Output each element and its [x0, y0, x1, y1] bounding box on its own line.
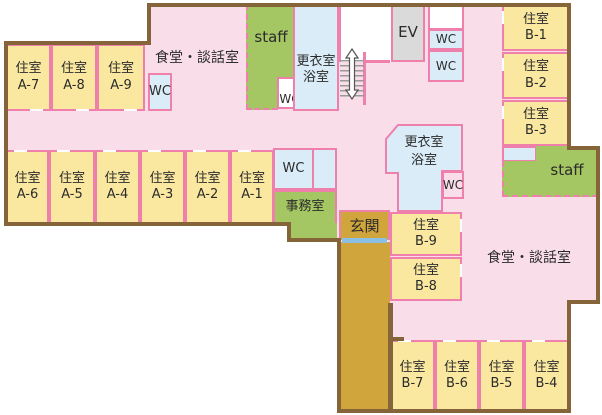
wc-a-wing-top: WC — [148, 73, 172, 111]
wc-hall-left: WC — [273, 148, 314, 190]
dining-lounge-label-a: 食堂・談話室 — [155, 50, 239, 66]
room-type-label: 住室 — [60, 61, 87, 77]
room-b-7: 住室 B-7 — [390, 340, 435, 412]
porch-wall — [388, 303, 393, 413]
room-number: B-2 — [525, 75, 547, 91]
wc-hall-right — [312, 148, 337, 190]
room-type-label: 住室 — [238, 170, 265, 186]
room-a-7: 住室 A-7 — [6, 44, 51, 111]
room-b-6: 住室 B-6 — [435, 340, 479, 412]
staff-room-top: staff — [246, 4, 294, 78]
porch-wall-stub — [391, 337, 404, 341]
room-number: B-3 — [525, 123, 547, 138]
room-type-label: 住室 — [443, 359, 470, 375]
room-type-label: 住室 — [412, 262, 439, 278]
room-number: B-5 — [490, 376, 513, 391]
staff-label: staff — [254, 28, 288, 46]
elevator-label: EV — [398, 23, 418, 42]
room-type-label: 住室 — [522, 59, 549, 75]
bath-label: 浴室 — [302, 70, 329, 86]
room-type-label: 住室 — [58, 170, 85, 186]
room-number: A-2 — [196, 187, 219, 202]
wc-top-1: WC — [428, 29, 464, 50]
changing-room-label: 更衣室 — [296, 54, 336, 69]
staff-room-right: staff — [536, 146, 598, 197]
staff-right-closet — [502, 146, 537, 162]
room-number: B-6 — [446, 376, 468, 391]
room-b-9: 住室 B-9 — [390, 212, 462, 256]
room-number: A-9 — [110, 77, 132, 93]
room-b-4: 住室 B-4 — [524, 340, 569, 412]
room-type-label: 住室 — [522, 106, 549, 122]
changing-bath-room-top: 更衣室 浴室 — [293, 4, 339, 111]
wc-label: WC — [435, 32, 457, 46]
room-number: B-4 — [535, 376, 558, 391]
wc-label: WC — [282, 160, 305, 176]
wc-label: WC — [442, 177, 464, 192]
room-a-2: 住室 A-2 — [185, 150, 230, 224]
room-number: A-8 — [63, 77, 85, 93]
room-b-8: 住室 B-8 — [390, 257, 462, 301]
entrance-door-strip — [342, 238, 387, 243]
room-number: A-4 — [106, 187, 129, 202]
entrance-hall — [339, 242, 390, 412]
room-type-label: 住室 — [104, 170, 131, 186]
room-number: B-9 — [415, 234, 437, 249]
room-type-label: 住室 — [194, 170, 221, 186]
dining-lounge-label-b: 食堂・談話室 — [487, 250, 571, 266]
room-type-label: 住室 — [399, 359, 426, 375]
room-a-9: 住室 A-9 — [97, 44, 145, 111]
wc-top-2: WC — [428, 50, 464, 82]
room-type-label: 住室 — [149, 170, 176, 186]
entrance-label: 玄関 — [349, 216, 380, 235]
staff-room-top-extension — [246, 76, 278, 110]
wc-label: WC — [435, 58, 457, 73]
room-a-8: 住室 A-8 — [51, 44, 97, 111]
office-room: 事務室 — [273, 190, 337, 225]
room-number: B-1 — [525, 28, 547, 43]
entrance-room: 玄関 — [339, 210, 390, 240]
room-type-label: 住室 — [15, 61, 42, 77]
staircase — [340, 48, 364, 100]
room-type-label: 住室 — [412, 217, 439, 233]
room-type-label: 住室 — [522, 11, 549, 27]
room-number: A-3 — [151, 187, 174, 202]
room-a-4: 住室 A-4 — [95, 150, 140, 224]
room-b-1: 住室 B-1 — [502, 5, 570, 51]
room-b-2: 住室 B-2 — [502, 52, 570, 99]
room-type-label: 住室 — [107, 61, 134, 77]
room-number: A-6 — [16, 187, 39, 202]
bath-label: 浴室 — [410, 153, 437, 168]
wc-label: WC — [149, 83, 171, 99]
room-type-label: 住室 — [488, 359, 515, 375]
staff-label: staff — [550, 161, 584, 180]
room-a-1: 住室 A-1 — [230, 150, 274, 224]
room-b-5: 住室 B-5 — [479, 340, 524, 412]
room-number: B-8 — [415, 279, 437, 294]
room-number: A-1 — [241, 187, 263, 202]
room-a-6: 住室 A-6 — [6, 150, 49, 224]
staff-room-right-extension — [502, 161, 538, 197]
room-a-5: 住室 A-5 — [49, 150, 95, 224]
wc-center: WC — [442, 171, 464, 199]
stair-arrow-icon — [345, 48, 359, 100]
elevator: EV — [391, 5, 425, 62]
room-number: A-5 — [61, 187, 83, 202]
room-number: A-7 — [17, 77, 40, 93]
utility-room-top — [428, 5, 464, 30]
office-label: 事務室 — [285, 199, 325, 215]
changing-room-label: 更衣室 — [404, 135, 444, 150]
room-a-3: 住室 A-3 — [140, 150, 185, 224]
room-number: B-7 — [401, 376, 424, 391]
room-b-3: 住室 B-3 — [502, 100, 570, 146]
room-type-label: 住室 — [533, 359, 560, 375]
room-type-label: 住室 — [14, 170, 41, 186]
stair-wall-stub — [363, 60, 390, 63]
office-room-extension — [290, 223, 337, 238]
